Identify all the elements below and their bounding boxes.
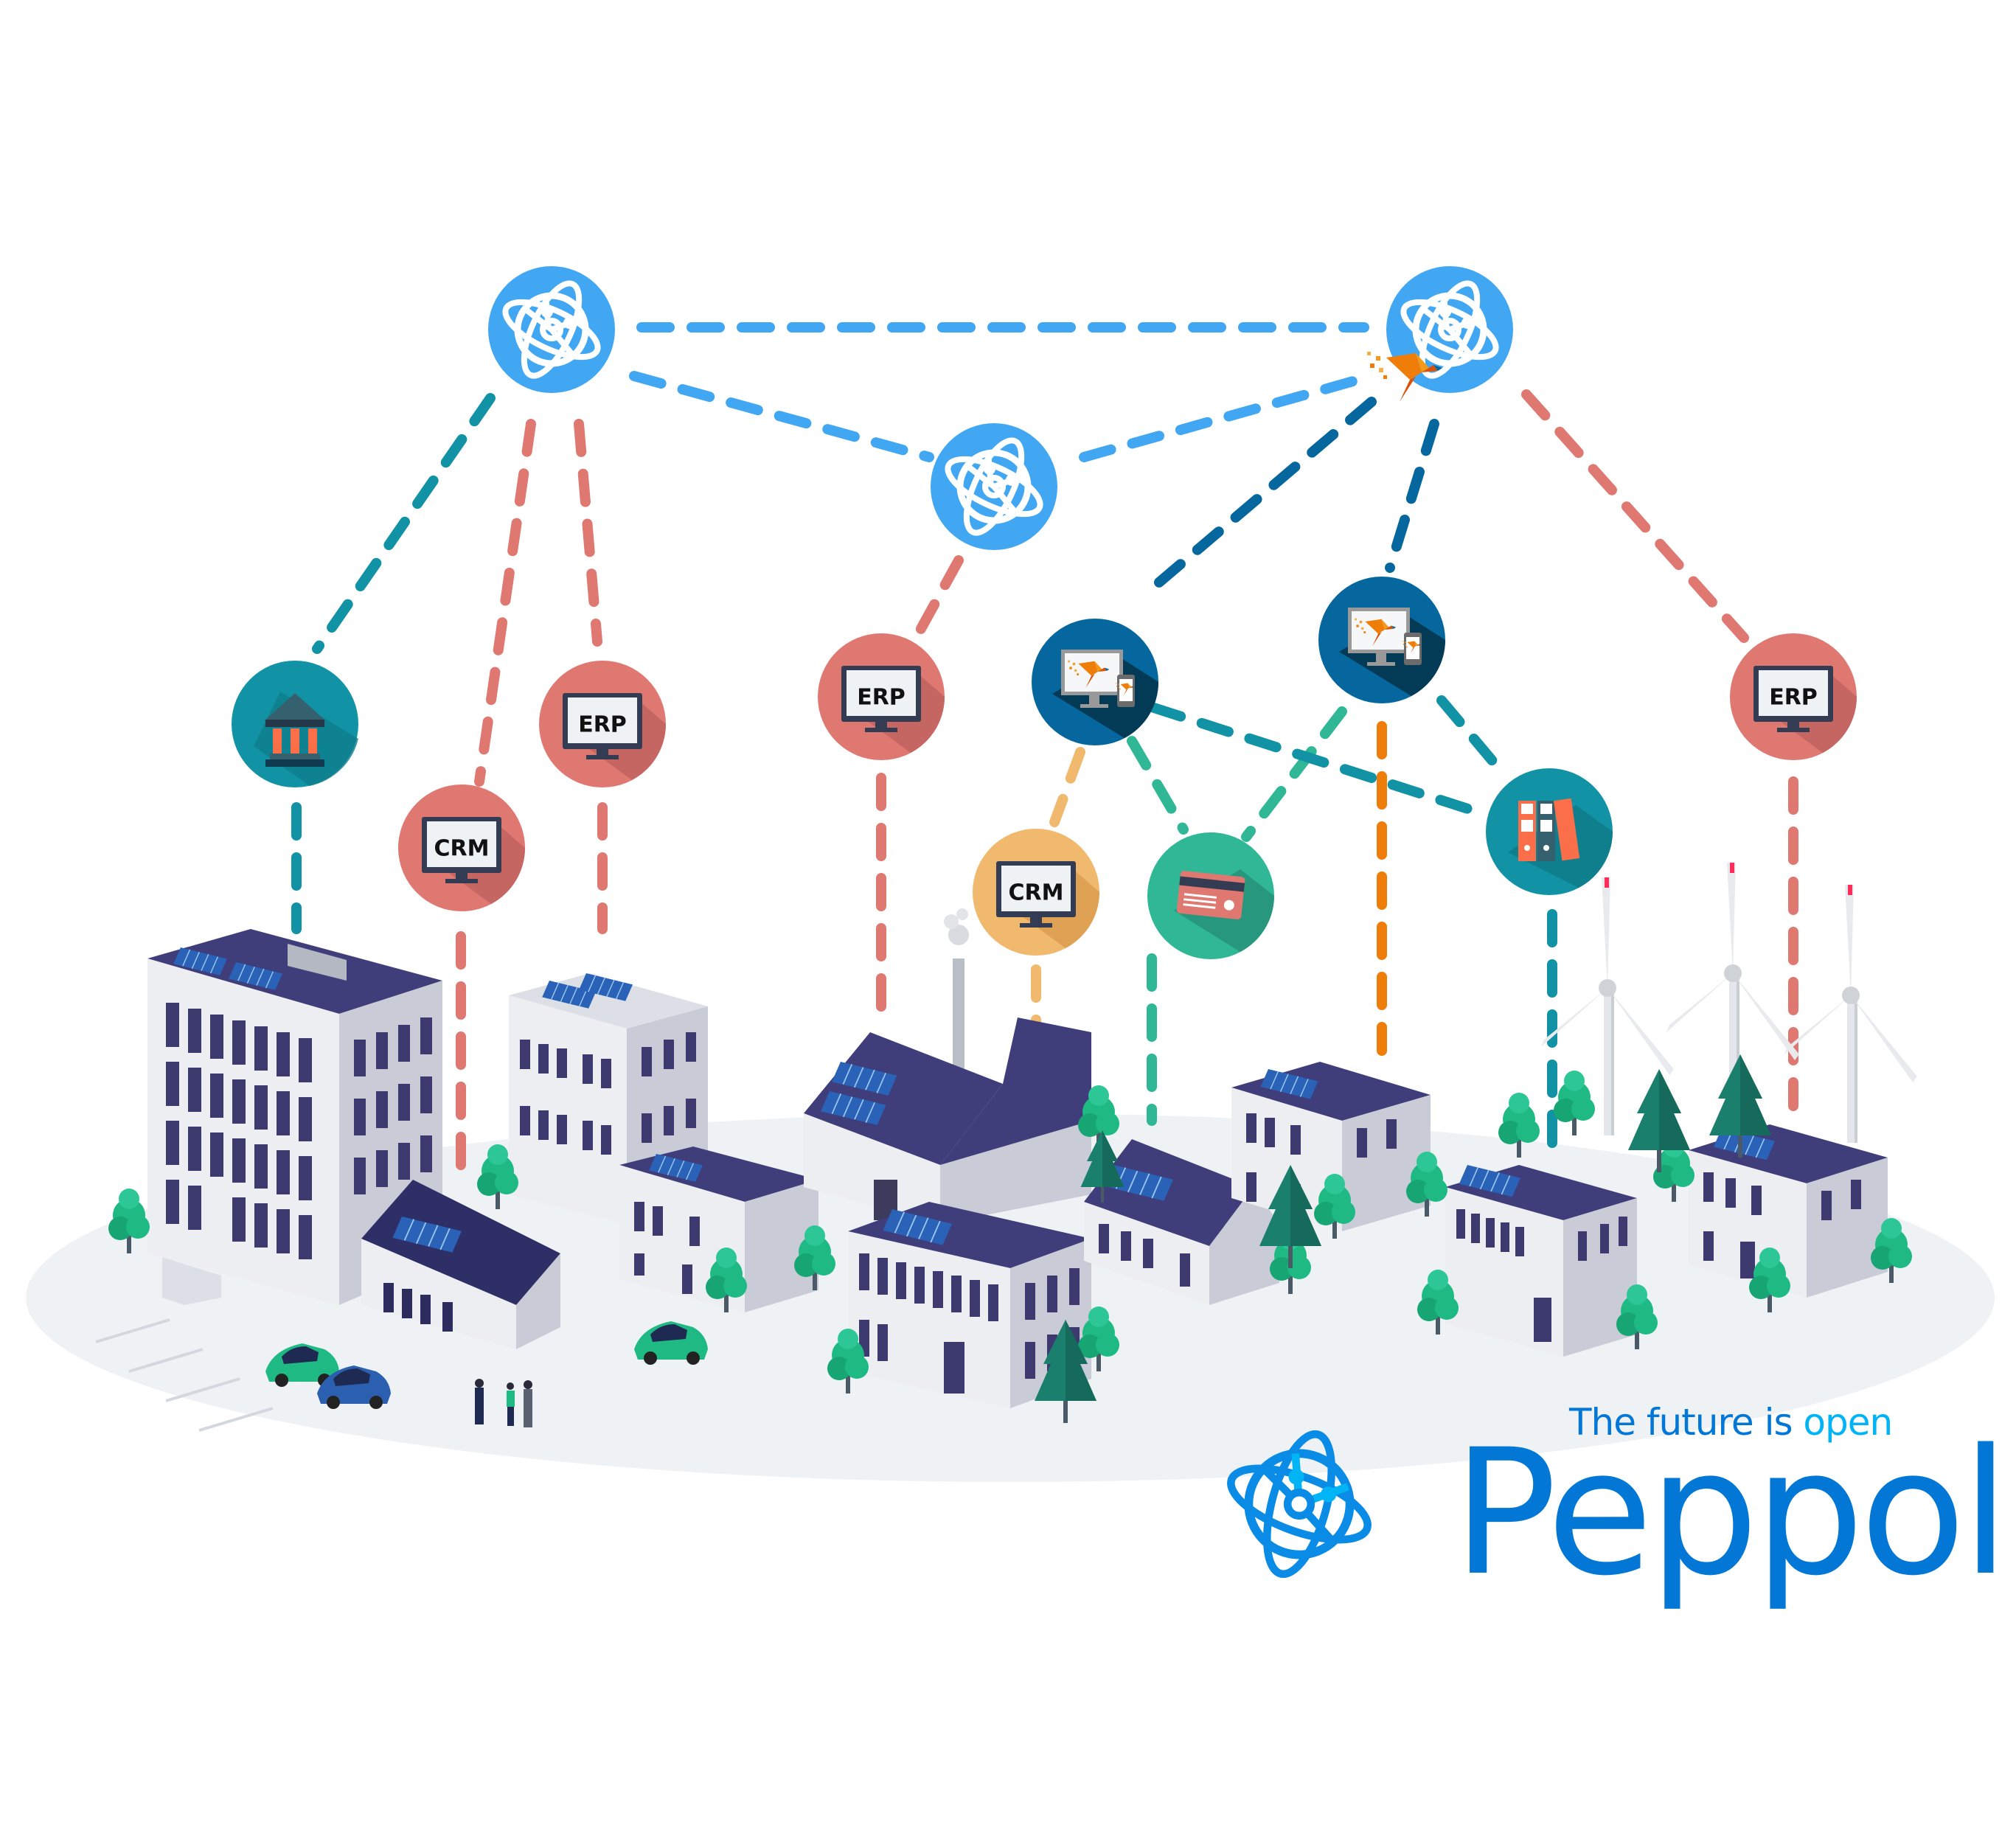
link-ap2-card: [1241, 706, 1347, 842]
node-access-point-1[interactable]: [1032, 619, 1158, 745]
link-hub-left-erp: [574, 419, 602, 647]
office-tower: [147, 929, 442, 1305]
car-green-1: [265, 1343, 339, 1387]
link-ap1-crm: [1049, 747, 1085, 827]
crm-center-label: CRM: [1009, 880, 1064, 906]
city-buildings: [95, 908, 1912, 1432]
peppol-wordmark: Peppol: [1453, 1413, 2009, 1614]
link-hub-center-hub-right: [1079, 371, 1377, 462]
link-hub-center-erp: [913, 555, 964, 639]
building-far-right: [1689, 1124, 1888, 1298]
factory: [804, 908, 1091, 1224]
node-payment-card[interactable]: [1147, 832, 1274, 959]
hub-center[interactable]: [931, 423, 1057, 550]
link-ap2-archive: [1436, 695, 1506, 776]
link-ap1-archive: [1149, 703, 1480, 816]
link-hub-right-ap1: [1145, 397, 1377, 595]
node-archive[interactable]: [1486, 768, 1613, 895]
building-right-front: [1445, 1164, 1637, 1357]
house-center: [1084, 1139, 1279, 1305]
logo-tagline: The future is open: [1569, 1401, 1893, 1444]
car-blue: [317, 1365, 391, 1409]
monitor-phone-bird-icon: [1061, 650, 1135, 708]
parking-lines: [95, 1318, 274, 1432]
node-erp-right[interactable]: ERP: [1730, 633, 1857, 760]
link-hub-left-bank: [312, 393, 496, 654]
link-hub-left-hub-center: [629, 371, 934, 462]
erp-center-label: ERP: [857, 685, 906, 711]
erp-right-label: ERP: [1769, 685, 1818, 711]
tagline-highlight: open: [1803, 1401, 1893, 1444]
link-ap1-card: [1127, 736, 1189, 835]
node-erp-center[interactable]: ERP: [818, 633, 945, 760]
node-erp-left[interactable]: ERP: [539, 661, 666, 787]
peppol-logo-icon: [1227, 1430, 1372, 1579]
node-crm-center[interactable]: CRM: [973, 829, 1099, 956]
node-bank[interactable]: [232, 661, 358, 787]
house-left: [361, 1180, 560, 1349]
node-access-point-2[interactable]: [1318, 577, 1445, 703]
monitor-phone-bird-icon: [1348, 608, 1422, 666]
office-mid: [509, 973, 708, 1224]
erp-left-label: ERP: [578, 712, 627, 738]
bank-icon: [264, 693, 326, 767]
people-group: [475, 1379, 532, 1427]
car-green-2: [634, 1321, 708, 1365]
tagline-text: The future is: [1569, 1401, 1804, 1444]
link-hub-right-erp: [1521, 389, 1749, 643]
hub-left[interactable]: [488, 266, 615, 393]
link-hub-right-ap2: [1385, 419, 1439, 573]
crm-left-label: CRM: [434, 836, 490, 862]
node-crm-left[interactable]: CRM: [398, 784, 525, 911]
credit-card-icon: [1176, 871, 1245, 919]
link-hub-left-crm: [474, 419, 536, 787]
binders-icon: [1518, 798, 1580, 861]
